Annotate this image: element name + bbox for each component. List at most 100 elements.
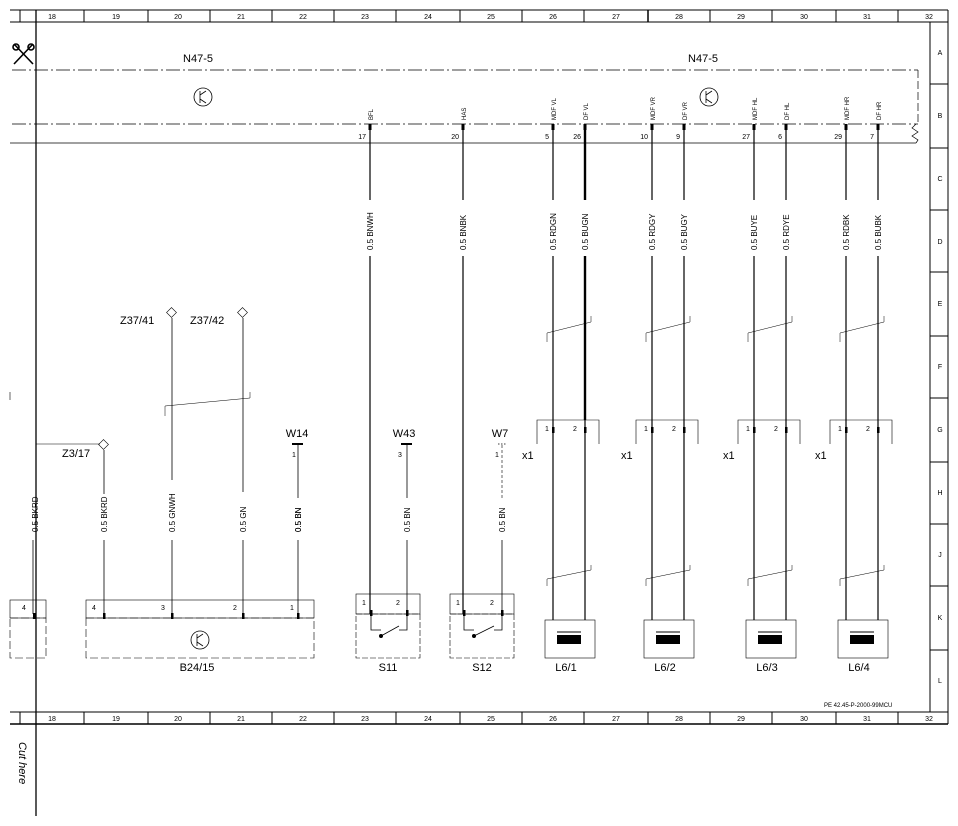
svg-text:4: 4 [92, 605, 96, 612]
signal-name: MDF HL [753, 97, 759, 120]
ground-w14: W14 1 0.5 BN [286, 428, 308, 614]
switch-pin-marks [370, 610, 504, 616]
inductive-sensor-icon [557, 635, 581, 644]
pin-mark [682, 124, 686, 130]
splice-z3-17: Z3/17 [36, 439, 109, 614]
wire-label: 0.5 RDGN [549, 213, 558, 250]
module-label-right: N47-5 [688, 53, 718, 65]
pin-number: 5 [545, 134, 549, 141]
svg-text:2: 2 [672, 426, 676, 433]
switch-label: S11 [379, 662, 398, 674]
svg-text:W43: W43 [393, 428, 416, 440]
svg-text:0.5 GNWH: 0.5 GNWH [168, 493, 177, 532]
drawing-frame [10, 9, 949, 816]
pin-mark [752, 124, 756, 130]
connector-x1-1: 1 2 x1 [522, 419, 600, 462]
signal-name: HAS [462, 108, 468, 120]
splice-z37-42: Z37/42 [190, 307, 248, 614]
svg-text:2: 2 [774, 426, 778, 433]
signal-name: MDF HR [845, 96, 851, 120]
inductive-sensor-l6-2: L6/2 [643, 619, 695, 674]
control-module-n47-5 [10, 69, 919, 144]
svg-text:2: 2 [396, 600, 400, 607]
wire-label: 0.5 RDGY [648, 213, 657, 250]
switch-icon [370, 614, 408, 639]
switch-label: S12 [472, 662, 492, 674]
svg-text:29: 29 [737, 14, 745, 21]
svg-text:26: 26 [549, 716, 557, 723]
svg-text:2: 2 [233, 605, 237, 612]
switch-s11: 1 2 S11 [355, 593, 421, 674]
svg-text:25: 25 [487, 716, 495, 723]
svg-text:22: 22 [299, 716, 307, 723]
svg-text:1: 1 [495, 452, 499, 459]
svg-text:23: 23 [361, 14, 369, 21]
wire-label: 0.5 BUYE [750, 215, 759, 250]
sensor-label: L6/1 [555, 662, 576, 674]
svg-text:K: K [938, 615, 943, 622]
svg-text:1: 1 [362, 600, 366, 607]
svg-text:21: 21 [237, 14, 245, 21]
svg-text:20: 20 [174, 14, 182, 21]
svg-text:2: 2 [573, 426, 577, 433]
signal-name: DF HL [785, 102, 791, 120]
svg-text:L: L [938, 678, 942, 685]
svg-text:D: D [937, 239, 942, 246]
svg-text:G: G [937, 427, 942, 434]
ground-w43: W43 3 0.5 BN [393, 428, 416, 614]
svg-text:4: 4 [22, 605, 26, 612]
signal-name: DF VR [683, 101, 689, 120]
pin-mark [368, 124, 372, 130]
svg-text:3: 3 [398, 452, 402, 459]
connector-label: x1 [621, 450, 633, 462]
svg-text:18: 18 [48, 14, 56, 21]
signal-name: MDF VR [651, 96, 657, 120]
pin-number: 9 [676, 134, 680, 141]
svg-text:20: 20 [174, 716, 182, 723]
inductive-sensor-icon [656, 635, 680, 644]
signal-name: DF HR [877, 101, 883, 120]
svg-text:0.5 BN: 0.5 BN [498, 507, 507, 532]
pin-mark [551, 124, 555, 130]
svg-text:26: 26 [549, 14, 557, 21]
svg-text:27: 27 [612, 716, 620, 723]
connector-x1-3: 1 2 x1 [723, 419, 801, 462]
pin-number: 7 [870, 134, 874, 141]
splice-icon [166, 307, 177, 318]
svg-text:F: F [938, 364, 942, 371]
svg-text:19: 19 [112, 716, 120, 723]
svg-text:0.5 BKRD: 0.5 BKRD [100, 496, 109, 532]
svg-text:1: 1 [746, 426, 750, 433]
wire-label: 0.5 BUGN [581, 213, 590, 250]
svg-text:24: 24 [424, 14, 432, 21]
svg-text:29: 29 [737, 716, 745, 723]
svg-text:32: 32 [925, 716, 933, 723]
pin-number: 20 [451, 134, 459, 141]
b24-15-pin-marks [103, 613, 300, 619]
svg-text:1: 1 [456, 600, 460, 607]
svg-text:28: 28 [675, 716, 683, 723]
svg-text:A: A [938, 50, 943, 57]
pin-mark [844, 124, 848, 130]
wire-label: 0.5 BNWH [366, 212, 375, 250]
svg-text:W7: W7 [492, 428, 509, 440]
svg-text:24: 24 [424, 716, 432, 723]
svg-text:23: 23 [361, 716, 369, 723]
svg-text:1: 1 [290, 605, 294, 612]
sensor-label: L6/2 [654, 662, 675, 674]
wire-label: 0.5 RDBK [842, 214, 851, 250]
inductive-sensor-l6-4: L6/4 [837, 619, 889, 674]
sensor-label: L6/3 [756, 662, 777, 674]
svg-text:25: 25 [487, 14, 495, 21]
sensor-label: B24/15 [180, 662, 215, 674]
connector-label: x1 [815, 450, 827, 462]
svg-text:J: J [938, 552, 942, 559]
svg-text:30: 30 [800, 716, 808, 723]
svg-text:18: 18 [48, 716, 56, 723]
signal-name: MDF VL [552, 97, 558, 120]
